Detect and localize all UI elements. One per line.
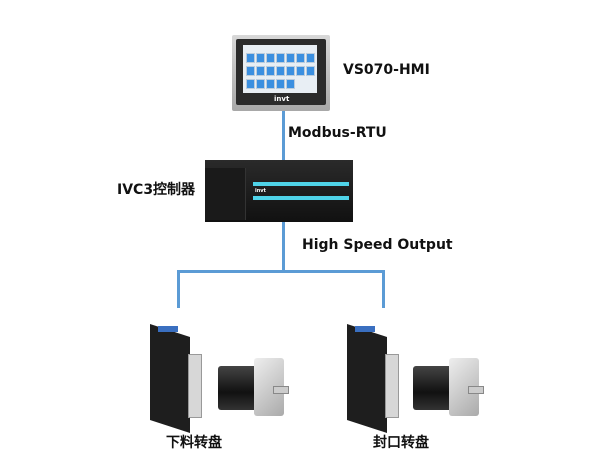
- hso-line-horizontal: [177, 270, 385, 273]
- stepper-motor-image: [413, 358, 484, 420]
- hmi-screen-tile: [306, 66, 315, 76]
- hmi-screen: [243, 45, 317, 93]
- high-speed-output-label: High Speed Output: [302, 237, 453, 253]
- hmi-screen-tile: [296, 53, 305, 63]
- hmi-screen-tile: [256, 53, 265, 63]
- controller-label: IVC3控制器: [117, 182, 196, 198]
- hmi-screen-tile: [246, 79, 255, 89]
- hmi-screen-tile: [256, 66, 265, 76]
- controller-device-image: invt: [205, 160, 353, 222]
- hmi-label: VS070-HMI: [343, 62, 430, 78]
- modbus-label: Modbus-RTU: [288, 125, 387, 141]
- hso-line-right-drop: [382, 270, 385, 308]
- hmi-screen-tile: [296, 66, 305, 76]
- hmi-screen-tile: [286, 79, 295, 89]
- hmi-screen-tile: [276, 53, 285, 63]
- stepper-driver-image: [150, 318, 202, 433]
- hmi-screen-tile: [276, 66, 285, 76]
- drive-label-unloading: 下料转盘: [166, 435, 222, 451]
- hmi-screen-tile: [246, 66, 255, 76]
- hmi-device-image: invt: [232, 35, 330, 111]
- hmi-screen-tile: [256, 79, 265, 89]
- hmi-screen-tile: [266, 53, 275, 63]
- hso-line-vertical: [282, 222, 285, 272]
- hmi-screen-tile: [286, 53, 295, 63]
- hmi-screen-tile: [266, 79, 275, 89]
- drive-label-sealing: 封口转盘: [373, 435, 429, 451]
- stepper-driver-image: [347, 318, 399, 433]
- hmi-brand-logo: invt: [274, 95, 290, 103]
- hmi-screen-tile: [286, 66, 295, 76]
- hmi-screen-tile: [246, 53, 255, 63]
- hmi-screen-tile: [306, 53, 315, 63]
- hmi-screen-tile: [266, 66, 275, 76]
- hmi-screen-tile: [276, 79, 285, 89]
- stepper-motor-image: [218, 358, 289, 420]
- hso-line-left-drop: [177, 270, 180, 308]
- controller-brand-logo: invt: [255, 188, 266, 194]
- modbus-line: [282, 111, 285, 161]
